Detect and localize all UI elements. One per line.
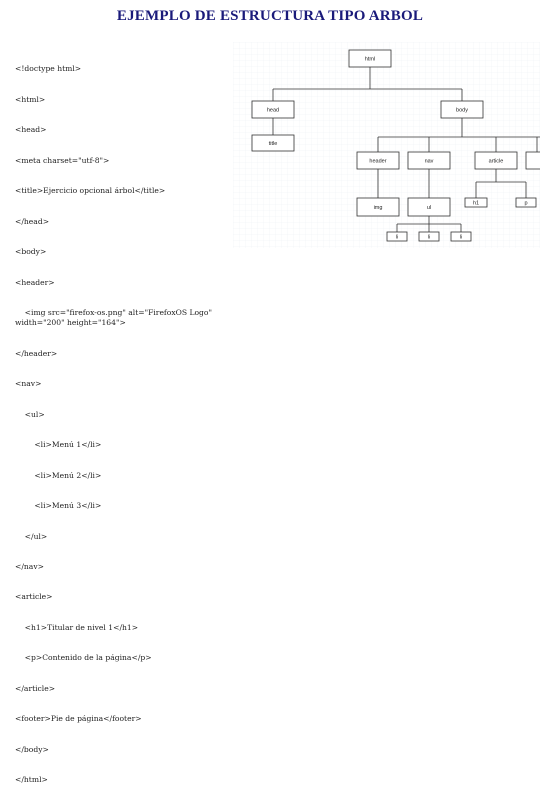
tree-node-nav: nav	[407, 151, 451, 170]
code-line: <header>	[15, 277, 55, 287]
code-line: <nav>	[15, 379, 42, 389]
code-line: <!doctype html>	[15, 64, 82, 74]
node-label: body	[456, 108, 468, 114]
node-label: li	[396, 235, 398, 241]
node-label: p	[524, 201, 527, 207]
code-line: <html>	[15, 94, 46, 104]
node-label: li	[460, 235, 462, 241]
code-line: <li>Menú 2</li>	[15, 470, 102, 480]
tree-node-body: body	[440, 100, 484, 119]
code-line: <li>Menú 3</li>	[15, 501, 102, 511]
node-label: nav	[425, 159, 434, 165]
tree-node-ul: ul	[407, 197, 451, 217]
code-line: <li>Menú 1</li>	[15, 440, 102, 450]
dom-tree-diagram: html head body title header nav article	[233, 42, 540, 252]
tree-node-footer	[525, 151, 540, 170]
tree-node-head: head	[251, 100, 295, 119]
node-label: article	[489, 159, 504, 165]
code-line: </nav>	[15, 561, 44, 571]
node-label: html	[365, 57, 375, 63]
node-label: head	[267, 108, 279, 114]
code-line: <head>	[15, 125, 47, 135]
node-label: h1	[473, 201, 479, 207]
tree-node-article: article	[474, 151, 518, 170]
code-line: <p>Contenido de la página</p>	[15, 653, 152, 663]
dom-tree-svg: html head body title header nav article	[233, 42, 540, 248]
node-label: title	[269, 141, 278, 147]
code-line: </body>	[15, 744, 49, 754]
tree-node-title: title	[251, 134, 295, 152]
tree-node-p: p	[515, 197, 537, 208]
code-line: </ul>	[15, 531, 48, 541]
code-line: <ul>	[15, 409, 45, 419]
tree-node-img: img	[356, 197, 400, 217]
node-label: ul	[427, 205, 431, 211]
code-line: <body>	[15, 247, 47, 257]
code-line: <img src="firefox-os.png" alt="FirefoxOS…	[15, 308, 215, 328]
tree-node-header: header	[356, 151, 400, 170]
code-line: </html>	[15, 775, 48, 785]
code-line: <meta charset="utf-8">	[15, 155, 110, 165]
code-line: <title>Ejercicio opcional árbol</title>	[15, 186, 166, 196]
code-line: <footer>Pie de página</footer>	[15, 714, 142, 724]
code-listing: <!doctype html> <html> <head> <meta char…	[15, 44, 237, 796]
tree-node-h1: h1	[464, 197, 488, 208]
code-line: </header>	[15, 348, 58, 358]
code-line: </article>	[15, 683, 56, 693]
code-line: <article>	[15, 592, 53, 602]
tree-node-li-2: li	[418, 231, 440, 242]
tree-edges	[272, 67, 540, 232]
code-line: <h1>Titular de nivel 1</h1>	[15, 622, 139, 632]
code-line: </head>	[15, 216, 50, 226]
tree-node-li-3: li	[450, 231, 472, 242]
node-label: header	[369, 159, 386, 165]
tree-node-html: html	[348, 49, 392, 68]
page-title: EJEMPLO DE ESTRUCTURA TIPO ARBOL	[116, 8, 424, 24]
tree-node-li-1: li	[386, 231, 408, 242]
node-label: img	[374, 205, 383, 211]
node-label: li	[428, 235, 430, 241]
